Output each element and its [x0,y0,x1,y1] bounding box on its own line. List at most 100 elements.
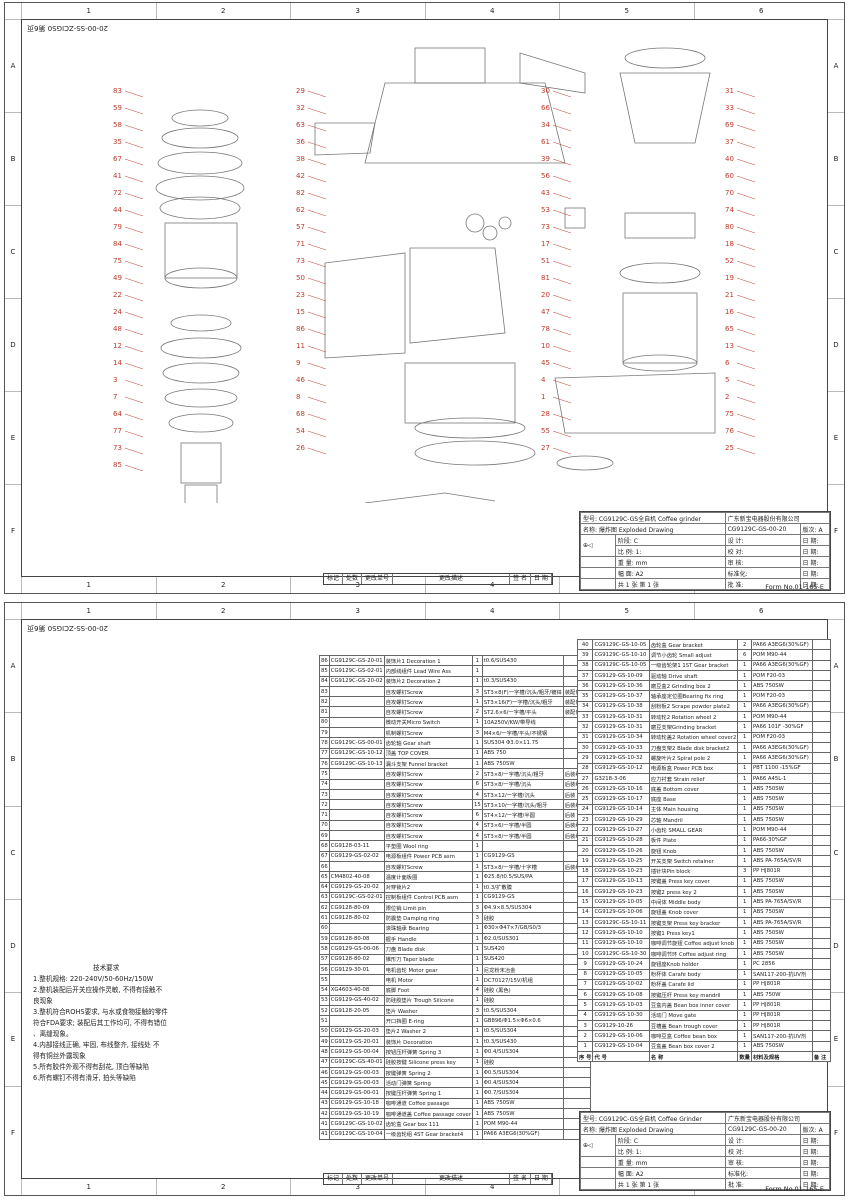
bom-cell: 23 [576,814,594,826]
callout-leader [736,141,756,149]
tb-stage: 阶段: C [614,1134,727,1146]
callout-leader [552,413,572,421]
bom-cell: 按键2 press key 2 [648,886,739,898]
bom-cell: 磨豆盒2 Grinding box 2 [648,680,739,692]
zone-columns-top: 1 2 3 4 5 6 [21,603,828,619]
bom-cell [811,1009,832,1021]
bom-cell: 6 [471,809,483,821]
bom-cell: 电机 Motor [383,974,473,986]
revision-order: 更改单号 [362,1174,394,1184]
bom-cell: CG9129C-GS-00-01 [328,737,385,749]
bom-cell: 3 [471,912,483,924]
bom-cell: CG9129C-GS-10-11 [592,917,650,929]
bom-cell: t0.3/扩散膜 [481,881,564,893]
callout-leader [124,430,144,438]
bom-cell: ABS PA-765A/SV/R [750,896,813,908]
bom-cell: 4 [471,984,483,996]
bom-cell: 1 [471,933,483,945]
tb-stage: 阶段: C [614,534,726,546]
bom-cell: 75 [319,768,330,780]
zone-col: 4 [424,603,560,619]
bom-cell: CG9129-GS-00-01 [328,1087,385,1099]
bom-cell: 33 [576,711,594,723]
zone-col: 3 [290,1179,425,1195]
bom-cell: CG9129-GS-10-36 [592,680,650,692]
bom-cell: 主体 Main housing [648,803,739,816]
tb-reviewer: 审 核: [724,556,801,568]
bom-cell: 中间体 Middle body [648,896,739,908]
callout-leader [307,294,327,302]
bom-cell: ST3×12/一字槽/沉头 [481,788,564,801]
bom-cell: 1 [737,844,752,857]
note-line: 、离缝现象。 [33,1030,73,1038]
bom-cell: CG9129-GS-10-31 [592,721,650,733]
note-line: 6.所有螺钉不得有滑牙, 拍头等缺陷 [33,1074,136,1082]
bom-cell: 81 [319,706,330,718]
bom-cell: 微动开关Micro Switch [383,716,473,729]
bom-cell: 18 [576,865,594,877]
bom-cell: 小齿轮 SMALL GEAR [648,824,739,836]
bom-cell [811,1040,832,1052]
bom-cell: ABS 750SW [750,783,813,795]
bom-cell: CG9129-GS-10-05 [592,896,650,908]
bom-cell: 62 [319,902,330,914]
bom-cell: 1 [471,1025,483,1037]
note-line: 5.所有胶件外观不得有刮花, 顶白等缺陷 [33,1063,149,1071]
bom-cell: 顶盖 TOP COVER [383,747,473,759]
bom-cell: 开口挡圈 E-ring [383,1015,473,1027]
tb-approver: 批 准: [724,578,801,590]
bom-cell: 咖啡通道 Coffee passage [383,1097,473,1110]
bom-cell: CG9129-GS-10-17 [592,793,650,805]
bom-cell: CG9129-GS-10-18 [328,1097,385,1110]
bom-cell: XG4603-40-08 [328,984,385,996]
bom-cell: CG9129-GS-10-02 [592,978,650,991]
callout-leader [552,345,572,353]
bom-cell: 38 [576,659,594,671]
bom-cell: 硅胶 (黑色) [481,984,564,996]
callout-number: 20 [541,291,550,299]
bom-cell: 漏斗支架 Funnel bracket [383,757,473,770]
bom-cell: CG9129C-GS-10-10 [592,649,650,661]
callout-leader [736,430,756,438]
bom-cell: 31 [576,731,594,743]
bom-cell: 齿轮盒 Gear box 111 [383,1118,473,1130]
bom-cell: CG9129C-GS-10-12 [328,747,385,759]
bom-cell: 旋钮盖 Knob cover [648,906,739,919]
callout-number: 79 [113,223,122,231]
bom-cell: 1 [737,855,752,867]
bom-cell: CG9129-GS-10-10 [592,937,650,949]
callout-leader [307,209,327,217]
bom-cell [811,680,832,692]
callout-leader [736,175,756,183]
bom-cell [328,830,385,842]
bom-cell: 底盖 Bottom cover [648,783,739,795]
bom-cell: 1 [471,675,483,687]
callout-leader [307,447,327,455]
callout-number: 73 [113,444,122,452]
bom-cell: 1 [737,824,752,836]
tb-weight: 重 量: mm [614,1156,727,1168]
zone-rows-left: A B C D E F [5,19,21,577]
callout-number: 28 [541,410,550,418]
callout-number: 73 [296,257,305,265]
bom-cell: 尼龙粉末冶金 [481,963,564,976]
bom-cell [328,819,385,832]
bom-cell: 21 [576,834,594,846]
callout-leader [124,413,144,421]
callout-leader [124,396,144,404]
bom-cell: ABS 750SW [750,886,813,898]
